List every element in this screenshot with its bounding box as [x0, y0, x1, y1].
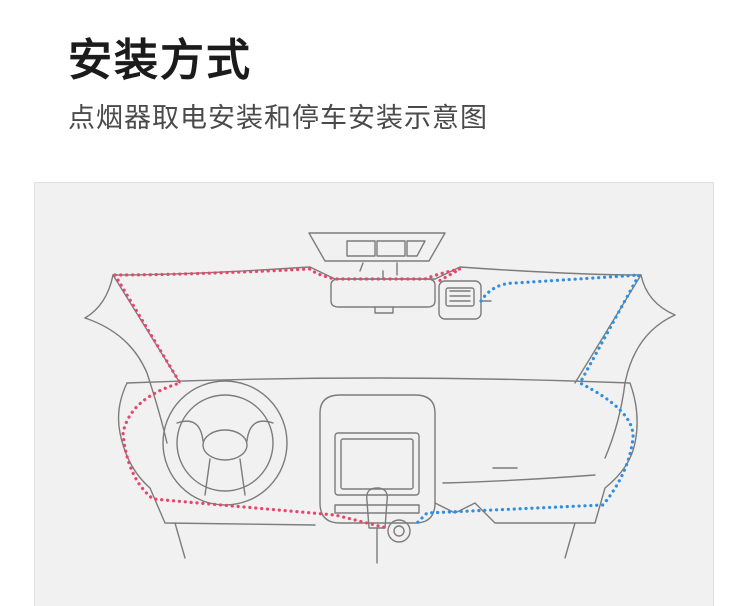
page-subtitle: 点烟器取电安装和停车安装示意图 — [68, 103, 488, 134]
left-a-pillar-inner — [84, 274, 114, 319]
dashboard — [126, 377, 638, 524]
cigarette-power-route — [113, 267, 461, 530]
gear-shifter — [366, 487, 388, 529]
cigarette-lighter-icon — [387, 519, 411, 543]
page-title: 安装方式 — [68, 35, 252, 86]
car-interior-illustration — [84, 232, 676, 564]
parking-power-route — [413, 273, 642, 527]
center-screen — [334, 432, 420, 496]
installation-diagram — [34, 182, 714, 606]
rearview-mirror-icon — [330, 278, 436, 308]
dashcam-icon — [438, 280, 492, 320]
center-console — [319, 394, 436, 524]
right-a-pillar — [574, 274, 642, 384]
overhead-console — [308, 232, 446, 262]
steering-wheel-icon — [162, 380, 288, 506]
